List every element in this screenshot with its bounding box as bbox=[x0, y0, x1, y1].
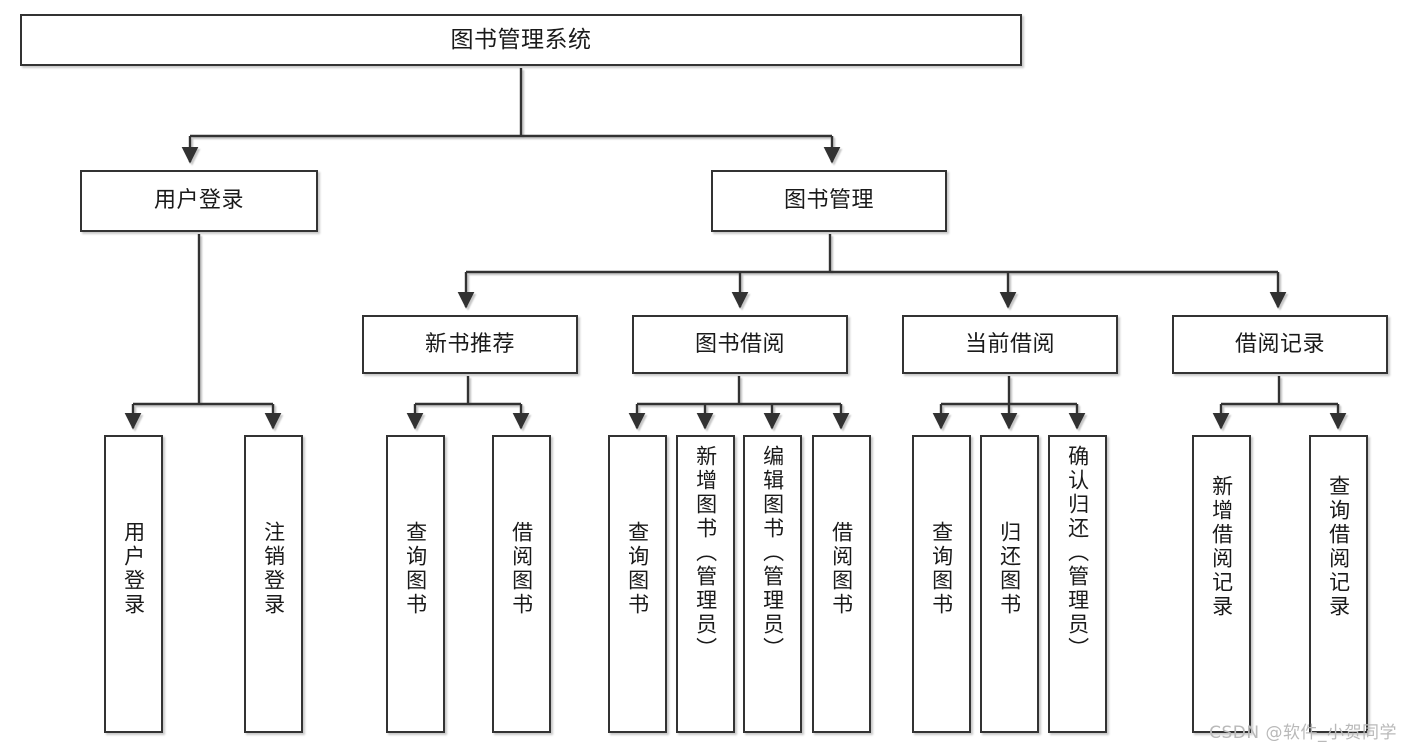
node-label: 图书管理系统 bbox=[450, 26, 592, 53]
node-leaf-confirm-return[interactable]: 确认归还（管理员） bbox=[1048, 435, 1107, 733]
watermark: CSDN @软件_小贺同学 bbox=[1209, 723, 1397, 743]
node-root-system[interactable]: 图书管理系统 bbox=[20, 14, 1022, 66]
node-leaf-query-book-3[interactable]: 查询图书 bbox=[912, 435, 971, 733]
node-label: 图书借阅 bbox=[694, 331, 785, 357]
node-leaf-return-book[interactable]: 归还图书 bbox=[980, 435, 1039, 733]
node-label: 查询图书 bbox=[403, 521, 428, 617]
node-leaf-query-book-2[interactable]: 查询图书 bbox=[608, 435, 667, 733]
node-label: 当前借阅 bbox=[964, 331, 1055, 357]
node-leaf-borrow-book-1[interactable]: 借阅图书 bbox=[492, 435, 551, 733]
node-label: 编辑图书（管理员） bbox=[760, 445, 785, 661]
node-book-management[interactable]: 图书管理 bbox=[711, 170, 947, 232]
node-leaf-query-record[interactable]: 查询借阅记录 bbox=[1309, 435, 1368, 733]
node-leaf-query-book-1[interactable]: 查询图书 bbox=[386, 435, 445, 733]
node-label: 查询图书 bbox=[929, 521, 954, 617]
node-label: 借阅图书 bbox=[829, 521, 854, 617]
node-leaf-user-logout[interactable]: 注销登录 bbox=[244, 435, 303, 733]
node-label: 借阅图书 bbox=[509, 521, 534, 617]
node-label: 查询借阅记录 bbox=[1326, 475, 1351, 619]
node-borrow-record[interactable]: 借阅记录 bbox=[1172, 315, 1388, 374]
node-leaf-borrow-book-2[interactable]: 借阅图书 bbox=[812, 435, 871, 733]
node-label: 归还图书 bbox=[997, 521, 1022, 617]
node-label: 借阅记录 bbox=[1234, 331, 1325, 357]
node-leaf-edit-book[interactable]: 编辑图书（管理员） bbox=[743, 435, 802, 733]
node-label: 新书推荐 bbox=[424, 331, 515, 357]
node-leaf-user-login[interactable]: 用户登录 bbox=[104, 435, 163, 733]
node-label: 确认归还（管理员） bbox=[1065, 445, 1090, 661]
node-label: 注销登录 bbox=[261, 521, 286, 617]
node-label: 用户登录 bbox=[121, 521, 146, 617]
node-label: 查询图书 bbox=[625, 521, 650, 617]
node-label: 新增借阅记录 bbox=[1209, 475, 1234, 619]
node-label: 用户登录 bbox=[153, 188, 244, 214]
node-current-borrow[interactable]: 当前借阅 bbox=[902, 315, 1118, 374]
node-leaf-add-book[interactable]: 新增图书（管理员） bbox=[676, 435, 735, 733]
node-label: 新增图书（管理员） bbox=[693, 445, 718, 661]
node-book-borrow[interactable]: 图书借阅 bbox=[632, 315, 848, 374]
node-new-book-recommend[interactable]: 新书推荐 bbox=[362, 315, 578, 374]
node-user-login[interactable]: 用户登录 bbox=[80, 170, 318, 232]
node-leaf-add-record[interactable]: 新增借阅记录 bbox=[1192, 435, 1251, 733]
node-label: 图书管理 bbox=[783, 188, 874, 214]
